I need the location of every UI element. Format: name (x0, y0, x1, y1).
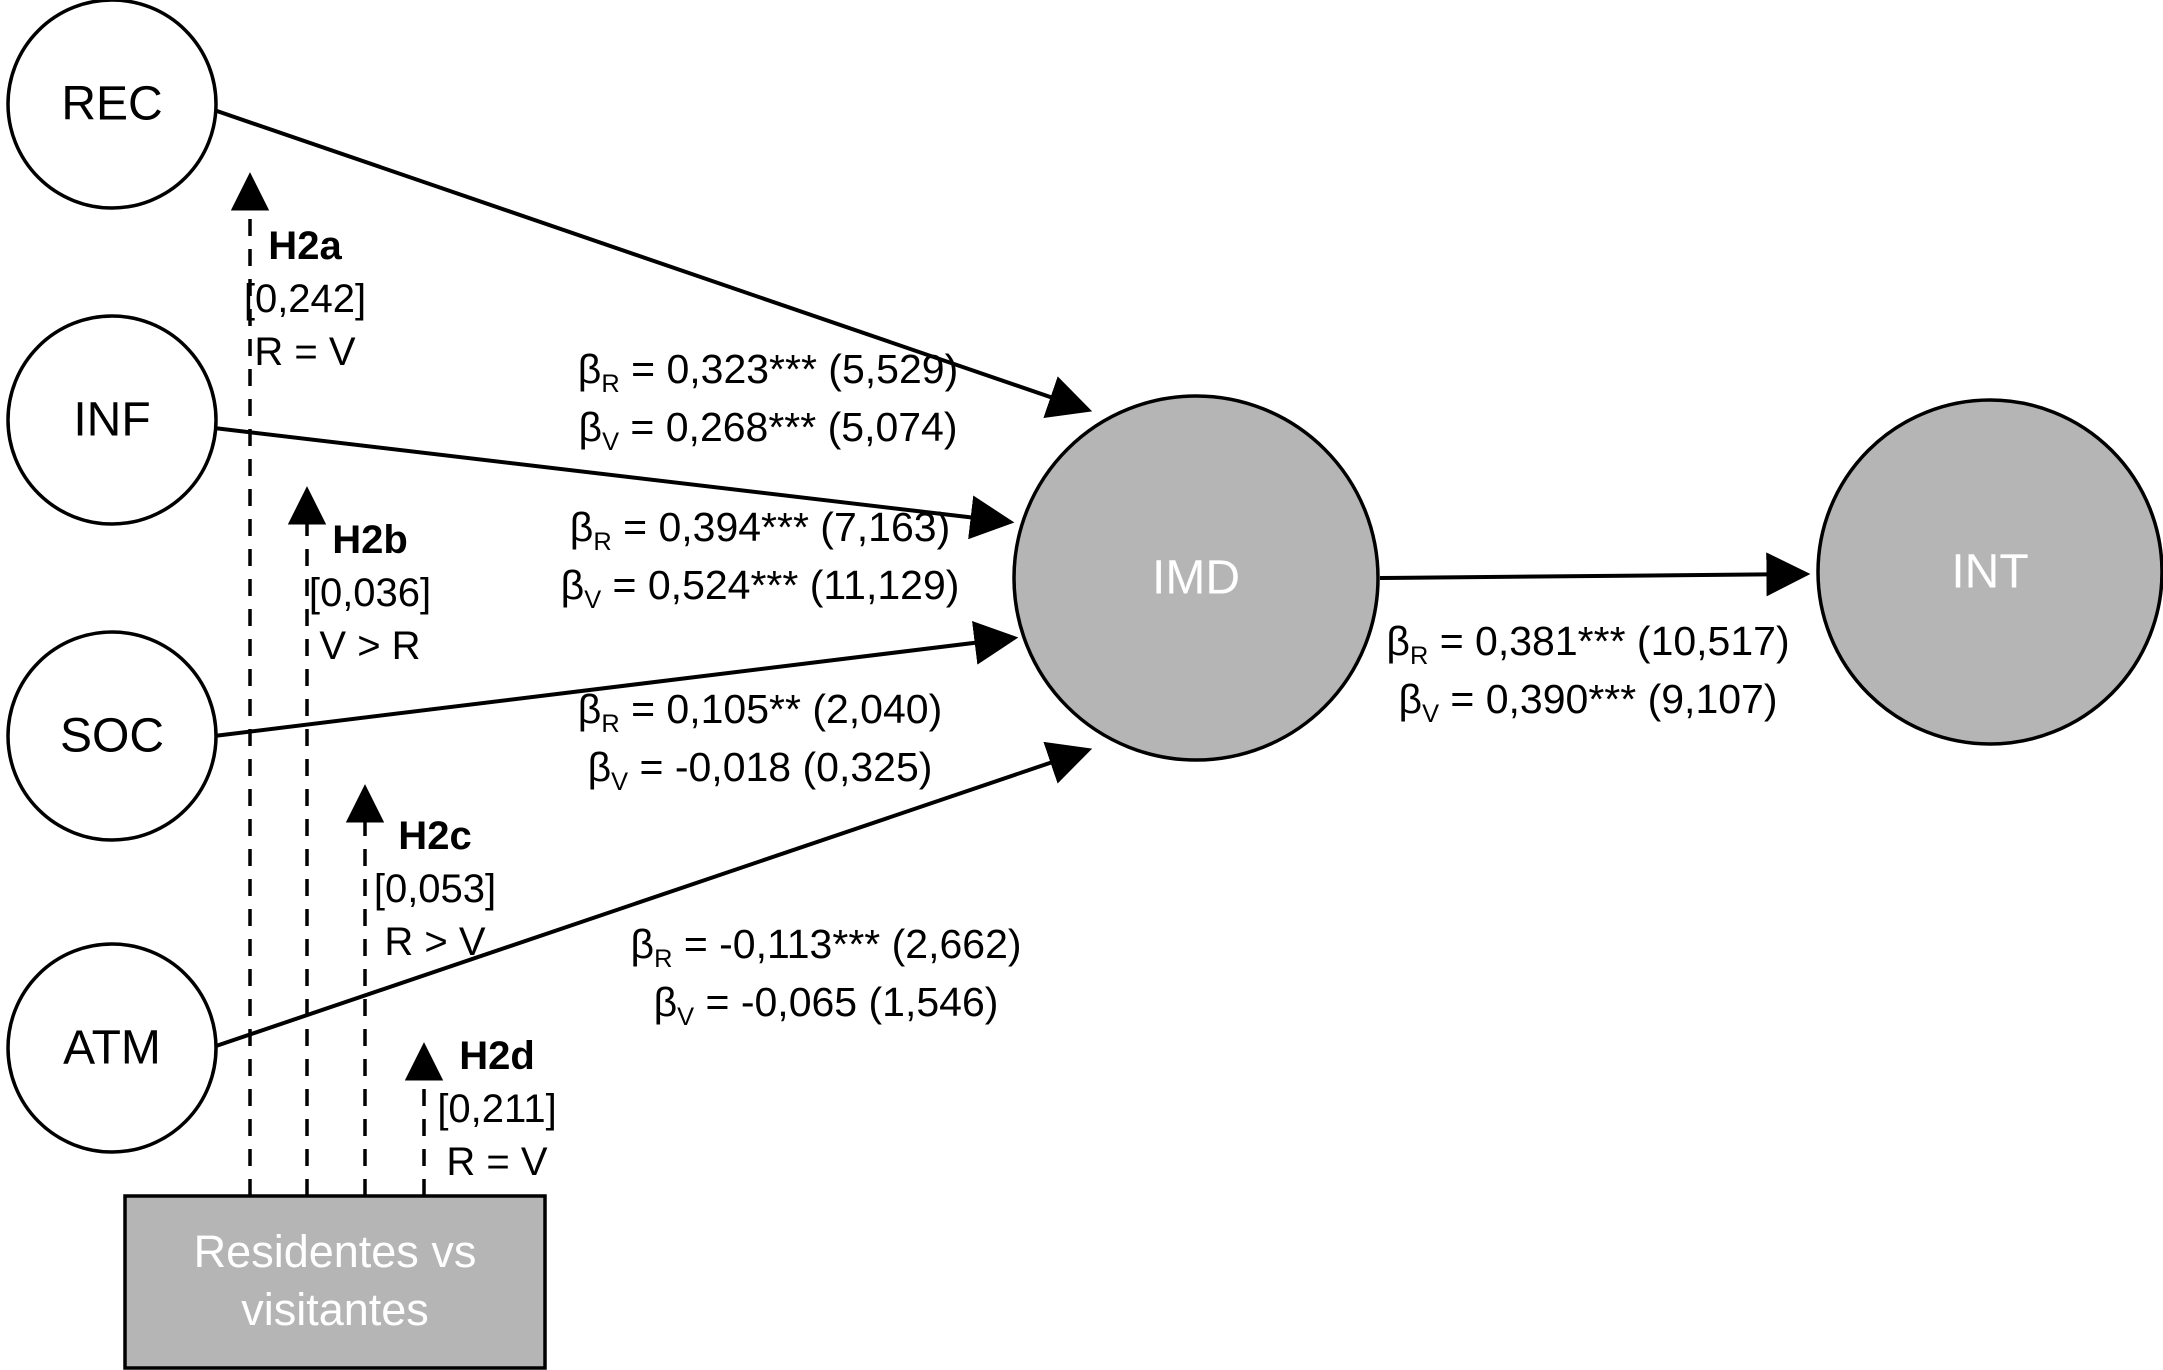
beta-r-value: βR = 0,323*** (5,529) (577, 346, 959, 399)
hypothesis-comparison: R > V (384, 920, 486, 964)
hypothesis-name: H2c (398, 814, 472, 858)
rec-node-label: REC (61, 77, 163, 131)
beta-r-value: βR = 0,394*** (7,163) (569, 504, 951, 557)
path-label-soc-imd: βR = 0,105** (2,040) βV = -0,018 (0,325) (578, 680, 943, 796)
beta-r-value: βR = 0,381*** (10,517) (1386, 618, 1790, 671)
imd-node-label: IMD (1152, 551, 1240, 605)
imd-node-circle (1012, 394, 1380, 762)
hypothesis-effect: [0,242] (243, 277, 367, 321)
hypothesis-h2c: H2c [0,053] R > V (374, 810, 496, 969)
hypothesis-comparison: R = V (446, 1140, 548, 1184)
rec-imd-arrow (213, 108, 1093, 418)
rec-node-circle (6, 0, 218, 210)
path-label-rec-imd: βR = 0,323*** (5,529) βV = 0,268*** (5,0… (578, 340, 958, 456)
hypothesis-h2d: H2d [0,211] R = V (437, 1030, 556, 1189)
beta-v-value: βV = -0,065 (1,546) (653, 979, 999, 1032)
moderator-label-line2: visitantes (241, 1284, 429, 1335)
beta-r-value: βR = 0,105** (2,040) (577, 686, 943, 739)
int-node-circle (1816, 398, 2163, 746)
hypothesis-effect: [0,036] (308, 571, 432, 615)
soc-node-circle (6, 630, 218, 842)
soc-node-label: SOC (59, 709, 165, 763)
path-label-atm-imd: βR = -0,113*** (2,662) βV = -0,065 (1,54… (630, 915, 1021, 1031)
hypothesis-h2b: H2b [0,036] V > R (309, 514, 431, 673)
beta-v-value: βV = 0,268*** (5,074) (578, 404, 958, 457)
beta-v-value: βV = -0,018 (0,325) (587, 744, 933, 797)
inf-node-circle (6, 314, 218, 526)
hypothesis-name: H2a (268, 224, 342, 268)
moderator-label-line1: Residentes vs (193, 1226, 477, 1277)
beta-v-value: βV = 0,524*** (11,129) (560, 562, 960, 615)
beta-v-value: βV = 0,390*** (9,107) (1398, 676, 1778, 729)
hypothesis-h2a: H2a [0,242] R = V (244, 220, 366, 379)
hypothesis-effect: [0,053] (373, 867, 497, 911)
hypothesis-comparison: R = V (254, 330, 356, 374)
inf-node-label: INF (73, 393, 151, 447)
hypothesis-comparison: V > R (319, 624, 421, 668)
atm-imd-arrow (215, 741, 1093, 1048)
path-label-inf-imd: βR = 0,394*** (7,163) βV = 0,524*** (11,… (561, 498, 960, 614)
moderator-label: Residentes vs visitantes (194, 1223, 477, 1339)
hypothesis-effect: [0,211] (437, 1087, 557, 1131)
hypothesis-name: H2b (332, 518, 408, 562)
atm-node-circle (6, 942, 218, 1154)
path-label-imd-int: βR = 0,381*** (10,517) βV = 0,390*** (9,… (1386, 612, 1789, 728)
atm-node-label: ATM (63, 1021, 161, 1075)
inf-imd-arrow (213, 426, 1015, 540)
beta-r-value: βR = -0,113*** (2,662) (630, 921, 1022, 974)
int-node-label: INT (1951, 545, 2029, 599)
imd-int-arrow (1379, 552, 1811, 597)
moderator-box (123, 1194, 547, 1370)
soc-imd-arrow (213, 620, 1019, 738)
hypothesis-name: H2d (459, 1034, 535, 1078)
